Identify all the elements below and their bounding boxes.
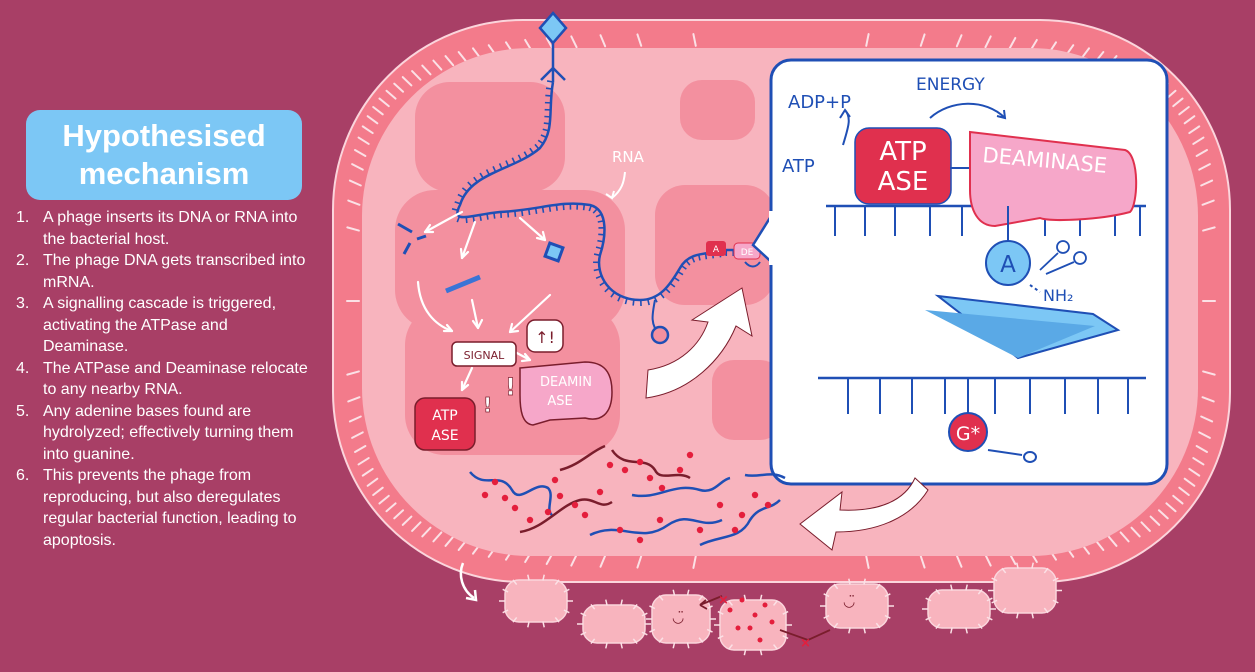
step-number: 5. — [16, 401, 29, 423]
step-item: 1. A phage inserts its DNA or RNA into th… — [14, 207, 314, 250]
step-number: 3. — [16, 293, 29, 315]
energy-label: ENERGY — [916, 75, 985, 95]
zoom-atpase-line1: ATP — [879, 137, 926, 167]
steps-list: 1. A phage inserts its DNA or RNA into th… — [14, 207, 314, 551]
deaminase-small-line2: ASE — [547, 394, 572, 409]
step-text: This prevents the phage from reproducing… — [43, 467, 297, 549]
exclaim-mark: ! — [505, 373, 516, 401]
atp-label: ATP — [782, 156, 815, 177]
svg-text:×: × — [800, 636, 811, 651]
rna-label: RNA — [612, 148, 645, 166]
deaminase-small: DEAMIN ASE — [520, 362, 612, 425]
step-item: 5. Any adenine bases found are hydrolyzed… — [14, 401, 314, 466]
step-item: 4. The ATPase and Deaminase relocate to a… — [14, 358, 314, 401]
base-g-label: G* — [956, 423, 980, 445]
zoom-atpase-line2: ASE — [878, 167, 929, 197]
step-text: A phage inserts its DNA or RNA into the … — [43, 209, 297, 248]
exclaim-mark-2: ! — [483, 393, 492, 417]
step-item: 6. This prevents the phage from reproduci… — [14, 465, 314, 551]
step-text: The ATPase and Deaminase relocate to any… — [43, 360, 308, 399]
step-text: A signalling cascade is triggered, activ… — [43, 295, 276, 355]
tag-de: DE — [741, 248, 754, 258]
deaminase-small-line1: DEAMIN — [540, 375, 592, 390]
nh2-label: NH₂ — [1043, 286, 1073, 305]
atpase-small: ATP ASE — [415, 398, 475, 450]
page-title: Hypothesised mechanism — [26, 117, 302, 193]
step-number: 4. — [16, 358, 29, 380]
atpase-small-line2: ASE — [431, 428, 458, 444]
step-item: 2. The phage DNA gets transcribed into mR… — [14, 250, 314, 293]
zoom-panel: ATP ASE DEAMINASE ADP+P ATP ENERGY A NH₂ — [753, 60, 1167, 484]
base-a-label: A — [1000, 252, 1016, 278]
smiley-bacterium-icon: ◡̈ — [843, 594, 855, 610]
step-number: 6. — [16, 465, 29, 487]
atpase-small-line1: ATP — [432, 408, 457, 424]
step-text: The phage DNA gets transcribed into mRNA… — [43, 252, 305, 291]
alert-label: ↑! — [535, 328, 555, 347]
smiley-bacterium-icon: ◡̈ — [672, 610, 684, 626]
step-number: 1. — [16, 207, 29, 229]
title-box: Hypothesised mechanism — [26, 110, 302, 200]
step-item: 3. A signalling cascade is triggered, act… — [14, 293, 314, 358]
adp-label: ADP+P — [788, 92, 851, 113]
step-text: Any adenine bases found are hydrolyzed; … — [43, 403, 294, 463]
tag-a: A — [713, 245, 720, 255]
step-number: 2. — [16, 250, 29, 272]
svg-text:×: × — [718, 593, 729, 608]
signal-label: SIGNAL — [464, 349, 506, 362]
